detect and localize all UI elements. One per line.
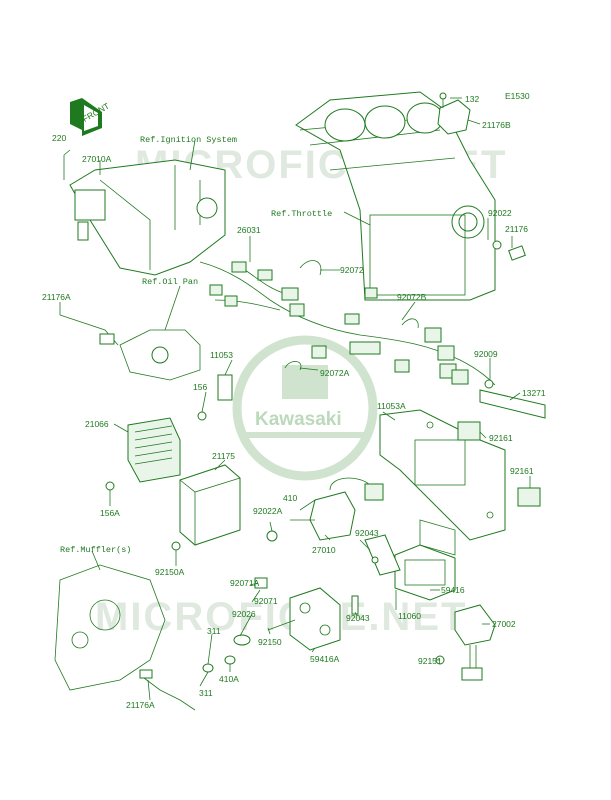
- part-label-92151: 92151: [418, 656, 442, 666]
- part-label-92022: 92022: [488, 208, 512, 218]
- watermark-bottom: MICROFICHE.NET: [95, 595, 467, 639]
- part-label-410: 410: [283, 493, 297, 503]
- part-label-92161-a: 92161: [489, 433, 513, 443]
- fuse-box-59416: [394, 519, 456, 601]
- oil-pan-area: [59, 314, 201, 381]
- part-label-26031: 26031: [237, 225, 261, 235]
- relay-27010: [266, 477, 384, 542]
- part-label-156a: 156A: [100, 508, 120, 518]
- part-label-59416: 59416: [441, 585, 465, 595]
- part-label-92043-a: 92043: [355, 528, 379, 538]
- part-label-27010: 27010: [312, 545, 336, 555]
- front-arrow-icon: [70, 98, 102, 136]
- part-label-21176b: 21176B: [482, 120, 511, 130]
- part-label-92071: 92071: [254, 596, 278, 606]
- ignition-bracket: [69, 159, 226, 276]
- part-label-21066: 21066: [85, 419, 109, 429]
- part-label-92072a: 92072A: [320, 368, 350, 378]
- ref-ignition-system: Ref.Ignition System: [140, 135, 237, 145]
- part-label-311-a: 311: [207, 626, 221, 636]
- part-label-156: 156: [193, 382, 207, 392]
- part-label-92072b: 92072B: [397, 292, 427, 302]
- collar-92043-a: [371, 556, 379, 564]
- part-label-27002: 27002: [492, 619, 516, 629]
- plate-13271: [479, 379, 546, 419]
- part-label-92150a: 92150A: [155, 567, 185, 577]
- part-label-92161-b: 92161: [510, 466, 534, 476]
- throttle-body-assembly: [295, 91, 496, 301]
- part-label-21176: 21176: [505, 224, 528, 234]
- bracket-11053a: [379, 409, 506, 541]
- part-label-11060: 11060: [398, 611, 421, 621]
- part-label-13271: 13271: [522, 388, 546, 398]
- fuse-box-59416a: [202, 577, 341, 673]
- part-label-92022a: 92022A: [253, 506, 283, 516]
- ref-oil-pan: Ref.Oil Pan: [142, 277, 198, 287]
- part-label-92009: 92009: [474, 349, 498, 359]
- part-label-21176a-bottom: 21176A: [126, 700, 155, 710]
- part-label-92071a: 92071A: [230, 578, 260, 588]
- part-label-92026: 92026: [232, 609, 256, 619]
- kawasaki-logo: Kawasaki: [232, 335, 378, 481]
- part-label-21176a-top: 21176A: [42, 292, 71, 302]
- part-label-11053a: 11053A: [377, 401, 406, 411]
- part-label-92043-b: 92043: [346, 613, 370, 623]
- part-label-132: 132: [465, 94, 479, 104]
- part-label-410a: 410A: [219, 674, 239, 684]
- part-label-59416a: 59416A: [310, 654, 340, 664]
- part-label-220: 220: [52, 133, 66, 143]
- ref-mufflers: Ref.Muffler(s): [60, 545, 131, 555]
- logo-text: Kawasaki: [255, 409, 342, 430]
- diagram-code: E1530: [505, 91, 530, 101]
- ref-throttle: Ref.Throttle: [271, 209, 332, 219]
- sensor-21176: [492, 240, 526, 261]
- part-label-92150: 92150: [258, 637, 282, 647]
- bracket-11053: [197, 374, 233, 421]
- main-wiring-harness: [199, 260, 496, 386]
- cushion-92161-b: [517, 487, 541, 507]
- part-label-21175: 21175: [212, 451, 235, 461]
- cushion-92161-a: [457, 421, 481, 441]
- part-label-311-b: 311: [199, 688, 213, 698]
- regulator-21066: [105, 417, 181, 491]
- muffler-area: [54, 564, 196, 711]
- sensor-21176b: [437, 92, 471, 135]
- collar-92043-b: [351, 595, 359, 615]
- part-label-92072: 92072: [340, 265, 364, 275]
- part-label-27010a: 27010A: [82, 154, 112, 164]
- ecu-21175: [171, 464, 241, 551]
- leader-lines: [59, 97, 531, 701]
- part-label-11053: 11053: [210, 350, 233, 360]
